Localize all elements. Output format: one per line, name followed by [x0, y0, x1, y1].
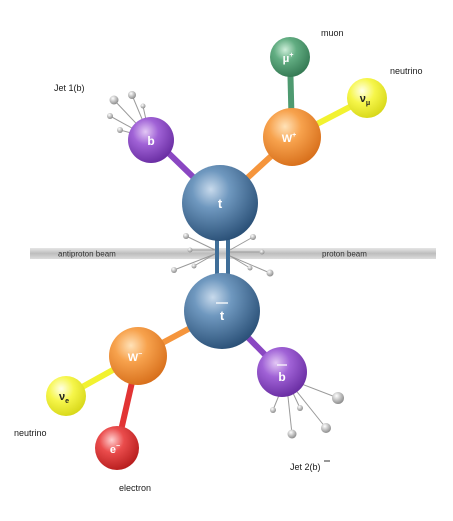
muon-symbol: μ [283, 53, 290, 65]
antitop-quark: t [184, 273, 260, 349]
muon-label: muon [321, 28, 344, 38]
w-minus-boson: W− [109, 327, 167, 385]
jet-2-label: Jet 2(b) [290, 462, 321, 472]
collision-debris [171, 233, 274, 277]
neutrino-label-bottom: neutrino [14, 428, 47, 438]
svg-text:e−: e− [110, 443, 120, 456]
bottom-quark-symbol: b [147, 134, 154, 148]
electron-charge: − [116, 443, 120, 450]
muon-neutrino-subscript: μ [366, 100, 370, 107]
svg-text:μ+: μ+ [283, 52, 294, 65]
electron-particle: e− [95, 426, 139, 470]
top-quark-symbol: t [218, 196, 223, 211]
w-plus-boson: W+ [263, 108, 321, 166]
electron-symbol: e [110, 444, 116, 456]
antibottom-quark-symbol: b [278, 370, 285, 384]
muon-neutrino-symbol: ν [360, 93, 366, 105]
svg-text:νμ: νμ [360, 93, 370, 107]
beam-line [30, 248, 436, 259]
w-minus-charge: − [138, 351, 142, 358]
jet-2-label-suffix: ) [318, 462, 321, 472]
svg-text:W−: W− [128, 351, 142, 364]
svg-text:νe: νe [59, 391, 69, 405]
top-quark: t [182, 165, 258, 241]
neutrino-label-top: neutrino [390, 66, 423, 76]
proton-beam-label: proton beam [322, 250, 367, 259]
electron-label: electron [119, 483, 151, 493]
antiproton-beam-label: antiproton beam [58, 250, 116, 259]
electron-neutrino: νe [46, 376, 86, 416]
muon-neutrino: νμ [347, 78, 387, 118]
w-plus-charge: + [292, 132, 296, 139]
muon-charge: + [289, 52, 293, 59]
electron-neutrino-subscript: e [65, 398, 69, 405]
muon-particle: μ+ [270, 37, 310, 77]
electron-neutrino-symbol: ν [59, 391, 65, 403]
antibottom-quark: b [257, 347, 307, 397]
jet-2-label-symbol: b [313, 462, 318, 472]
w-minus-symbol: W [128, 352, 139, 364]
bottom-quark: b [128, 117, 174, 163]
svg-text:W+: W+ [282, 132, 296, 145]
jet-2-label-prefix: Jet 2( [290, 462, 313, 472]
w-plus-symbol: W [282, 133, 293, 145]
jet-1-label: Jet 1(b) [54, 83, 85, 93]
antitop-quark-symbol: t [220, 308, 225, 323]
